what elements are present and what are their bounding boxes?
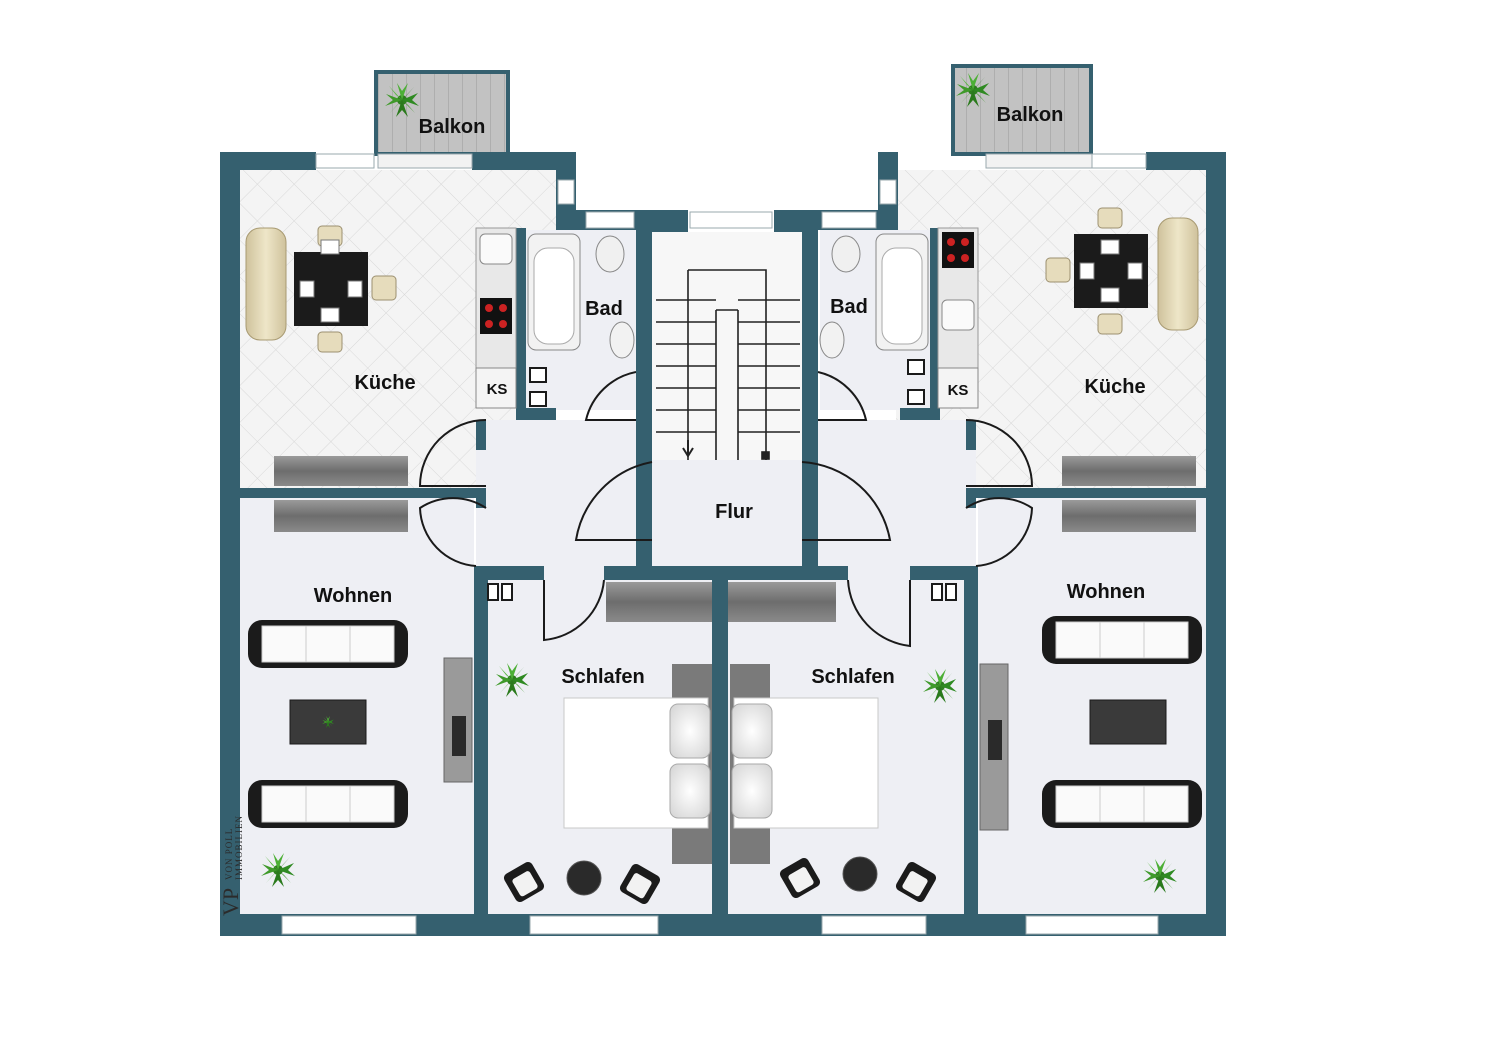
- bed-icon: [563, 664, 712, 864]
- stove-icon: [942, 232, 974, 268]
- balcony-left: [374, 70, 510, 156]
- logo: VP VON POLL IMMOBILIEN: [218, 815, 244, 916]
- sofa-icon: [1042, 616, 1202, 664]
- staircase-icon: [656, 269, 800, 460]
- doors: [418, 371, 1034, 648]
- sofa-icon: [248, 620, 408, 668]
- label-ks-left: KS: [487, 381, 508, 398]
- room-label-schlafen-left: Schlafen: [561, 666, 644, 688]
- bed-icon: [730, 664, 879, 864]
- dining-table-icon: [245, 225, 397, 353]
- bedroom-left-seating: [495, 663, 662, 906]
- room-label-wohnen-left: Wohnen: [314, 585, 393, 607]
- room-labels: Balkon Balkon Küche Küche Bad Bad Flur W…: [314, 104, 1146, 688]
- living-room-right-furniture: [979, 616, 1202, 893]
- room-label-balkon-left: Balkon: [419, 116, 486, 138]
- logo-name: VON POLL: [224, 828, 234, 880]
- toilet-icon: [595, 235, 625, 273]
- logo-tagline: IMMOBILIEN: [234, 815, 244, 880]
- sofa-icon: [248, 780, 408, 828]
- room-label-bad-right: Bad: [830, 296, 868, 318]
- room-label-kueche-right: Küche: [1084, 376, 1145, 398]
- logo-monogram: VP: [218, 888, 243, 916]
- room-label-wohnen-right: Wohnen: [1067, 581, 1146, 603]
- dining-table-icon: [1045, 207, 1199, 335]
- living-room-left-furniture: [248, 620, 473, 887]
- sink-icon: [479, 233, 513, 265]
- label-ks-right: KS: [948, 382, 969, 399]
- kitchen-counter-right: [907, 227, 979, 409]
- bedroom-right-seating: [778, 669, 957, 904]
- kitchen-counter-left: [475, 227, 547, 409]
- room-label-bad-left: Bad: [585, 298, 623, 320]
- bathroom-left: [527, 233, 635, 359]
- sink-icon: [819, 321, 845, 359]
- room-label-balkon-right: Balkon: [997, 104, 1064, 126]
- wardrobe-bedroom: [606, 582, 836, 622]
- wardrobe-kitchen-left: [274, 456, 408, 532]
- wardrobe-kitchen-right: [1062, 456, 1196, 532]
- room-label-schlafen-right: Schlafen: [811, 666, 894, 688]
- sink-icon: [941, 299, 975, 331]
- windows: [281, 153, 1159, 935]
- sink-icon: [609, 321, 635, 359]
- room-label-flur: Flur: [715, 501, 753, 523]
- stove-icon: [480, 298, 512, 334]
- coffee-table: [1089, 699, 1167, 745]
- toilet-icon: [831, 235, 861, 273]
- sofa-icon: [1042, 780, 1202, 828]
- bathroom-right: [819, 233, 929, 359]
- door-hardware: [487, 583, 957, 601]
- room-label-kueche-left: Küche: [354, 372, 415, 394]
- balcony-right: [951, 64, 1093, 156]
